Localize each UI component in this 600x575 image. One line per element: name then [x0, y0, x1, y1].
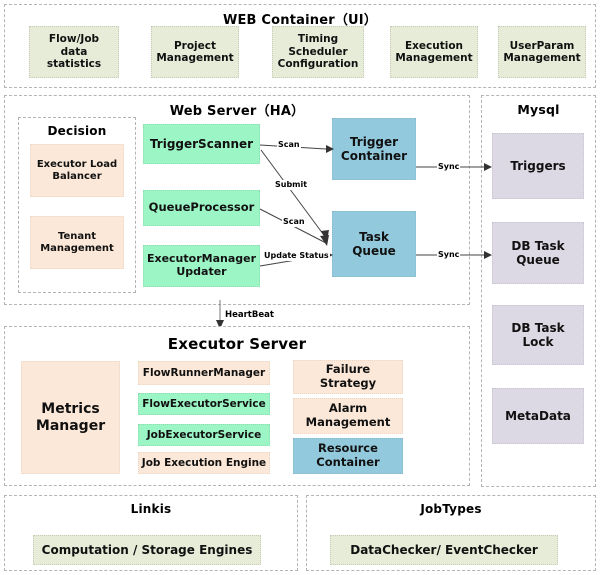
executor-server-metrics-manager[interactable]: Metrics Manager	[21, 361, 120, 474]
mysql-item-db-task-queue[interactable]: DB Task Queue	[492, 222, 584, 284]
executor-server-item-alarm-management[interactable]: Alarm Management	[293, 398, 403, 434]
linkis-item-computation-storage-engines[interactable]: Computation / Storage Engines	[33, 535, 261, 565]
decision-item-tenant-management[interactable]: Tenant Management	[30, 216, 124, 269]
panel-executor-server-title: Executor Server	[167, 335, 307, 353]
panel-mysql-title: Mysql	[517, 102, 560, 117]
executor-server-item-resource-container[interactable]: Resource Container	[293, 438, 403, 474]
edge-label-sync-db-task-queue: Sync	[437, 250, 461, 260]
decision-item-executor-load-balancer[interactable]: Executor Load Balancer	[30, 144, 124, 197]
web-server-service-triggerscanner[interactable]: TriggerScanner	[143, 124, 260, 164]
executor-server-item-jobexecutorservice[interactable]: JobExecutorService	[138, 424, 270, 446]
edge-label-update-status: Update Status	[263, 251, 330, 261]
executor-server-item-job-execution-engine[interactable]: Job Execution Engine	[138, 452, 270, 474]
web-server-container-task-queue[interactable]: Task Queue	[332, 211, 416, 277]
panel-decision-title: Decision	[47, 124, 107, 138]
web-container-item-userparam-management[interactable]: UserParam Management	[498, 26, 586, 78]
executor-server-item-failure-strategy[interactable]: Failure Strategy	[293, 360, 403, 394]
web-server-service-queueprocessor[interactable]: QueueProcessor	[143, 190, 260, 226]
executor-server-item-flowrunnermanager[interactable]: FlowRunnerManager	[138, 361, 270, 385]
panel-linkis-title: Linkis	[130, 502, 172, 516]
edge-label-sync-triggers: Sync	[437, 162, 461, 172]
mysql-item-metadata[interactable]: MetaData	[492, 388, 584, 444]
web-container-item-flow-job-data-statistics[interactable]: Flow/Job data statistics	[29, 26, 119, 78]
mysql-item-db-task-lock[interactable]: DB Task Lock	[492, 305, 584, 365]
web-container-item-timing-scheduler-configuration[interactable]: Timing Scheduler Configuration	[272, 26, 364, 78]
edge-label-submit: Submit	[274, 180, 309, 190]
panel-web-container-title: WEB Container（UI）	[222, 13, 378, 28]
edge-label-scan-queue: Scan	[282, 217, 306, 227]
web-container-item-project-management[interactable]: Project Management	[151, 26, 239, 78]
edge-label-heartbeat: HeartBeat	[224, 310, 275, 320]
web-container-item-execution-management[interactable]: Execution Management	[390, 26, 478, 78]
edge-label-scan-trigger: Scan	[277, 140, 301, 150]
web-server-container-trigger-container[interactable]: Trigger Container	[332, 118, 416, 180]
mysql-item-triggers[interactable]: Triggers	[492, 133, 584, 199]
jobtypes-item-datachecker-eventchecker[interactable]: DataChecker/ EventChecker	[330, 535, 558, 565]
panel-jobtypes-title: JobTypes	[420, 502, 482, 516]
executor-server-item-flowexecutorservice[interactable]: FlowExecutorService	[138, 393, 270, 415]
web-server-service-executormanager-updater[interactable]: ExecutorManager Updater	[143, 245, 260, 287]
panel-web-server-title: Web Server（HA）	[169, 104, 305, 119]
